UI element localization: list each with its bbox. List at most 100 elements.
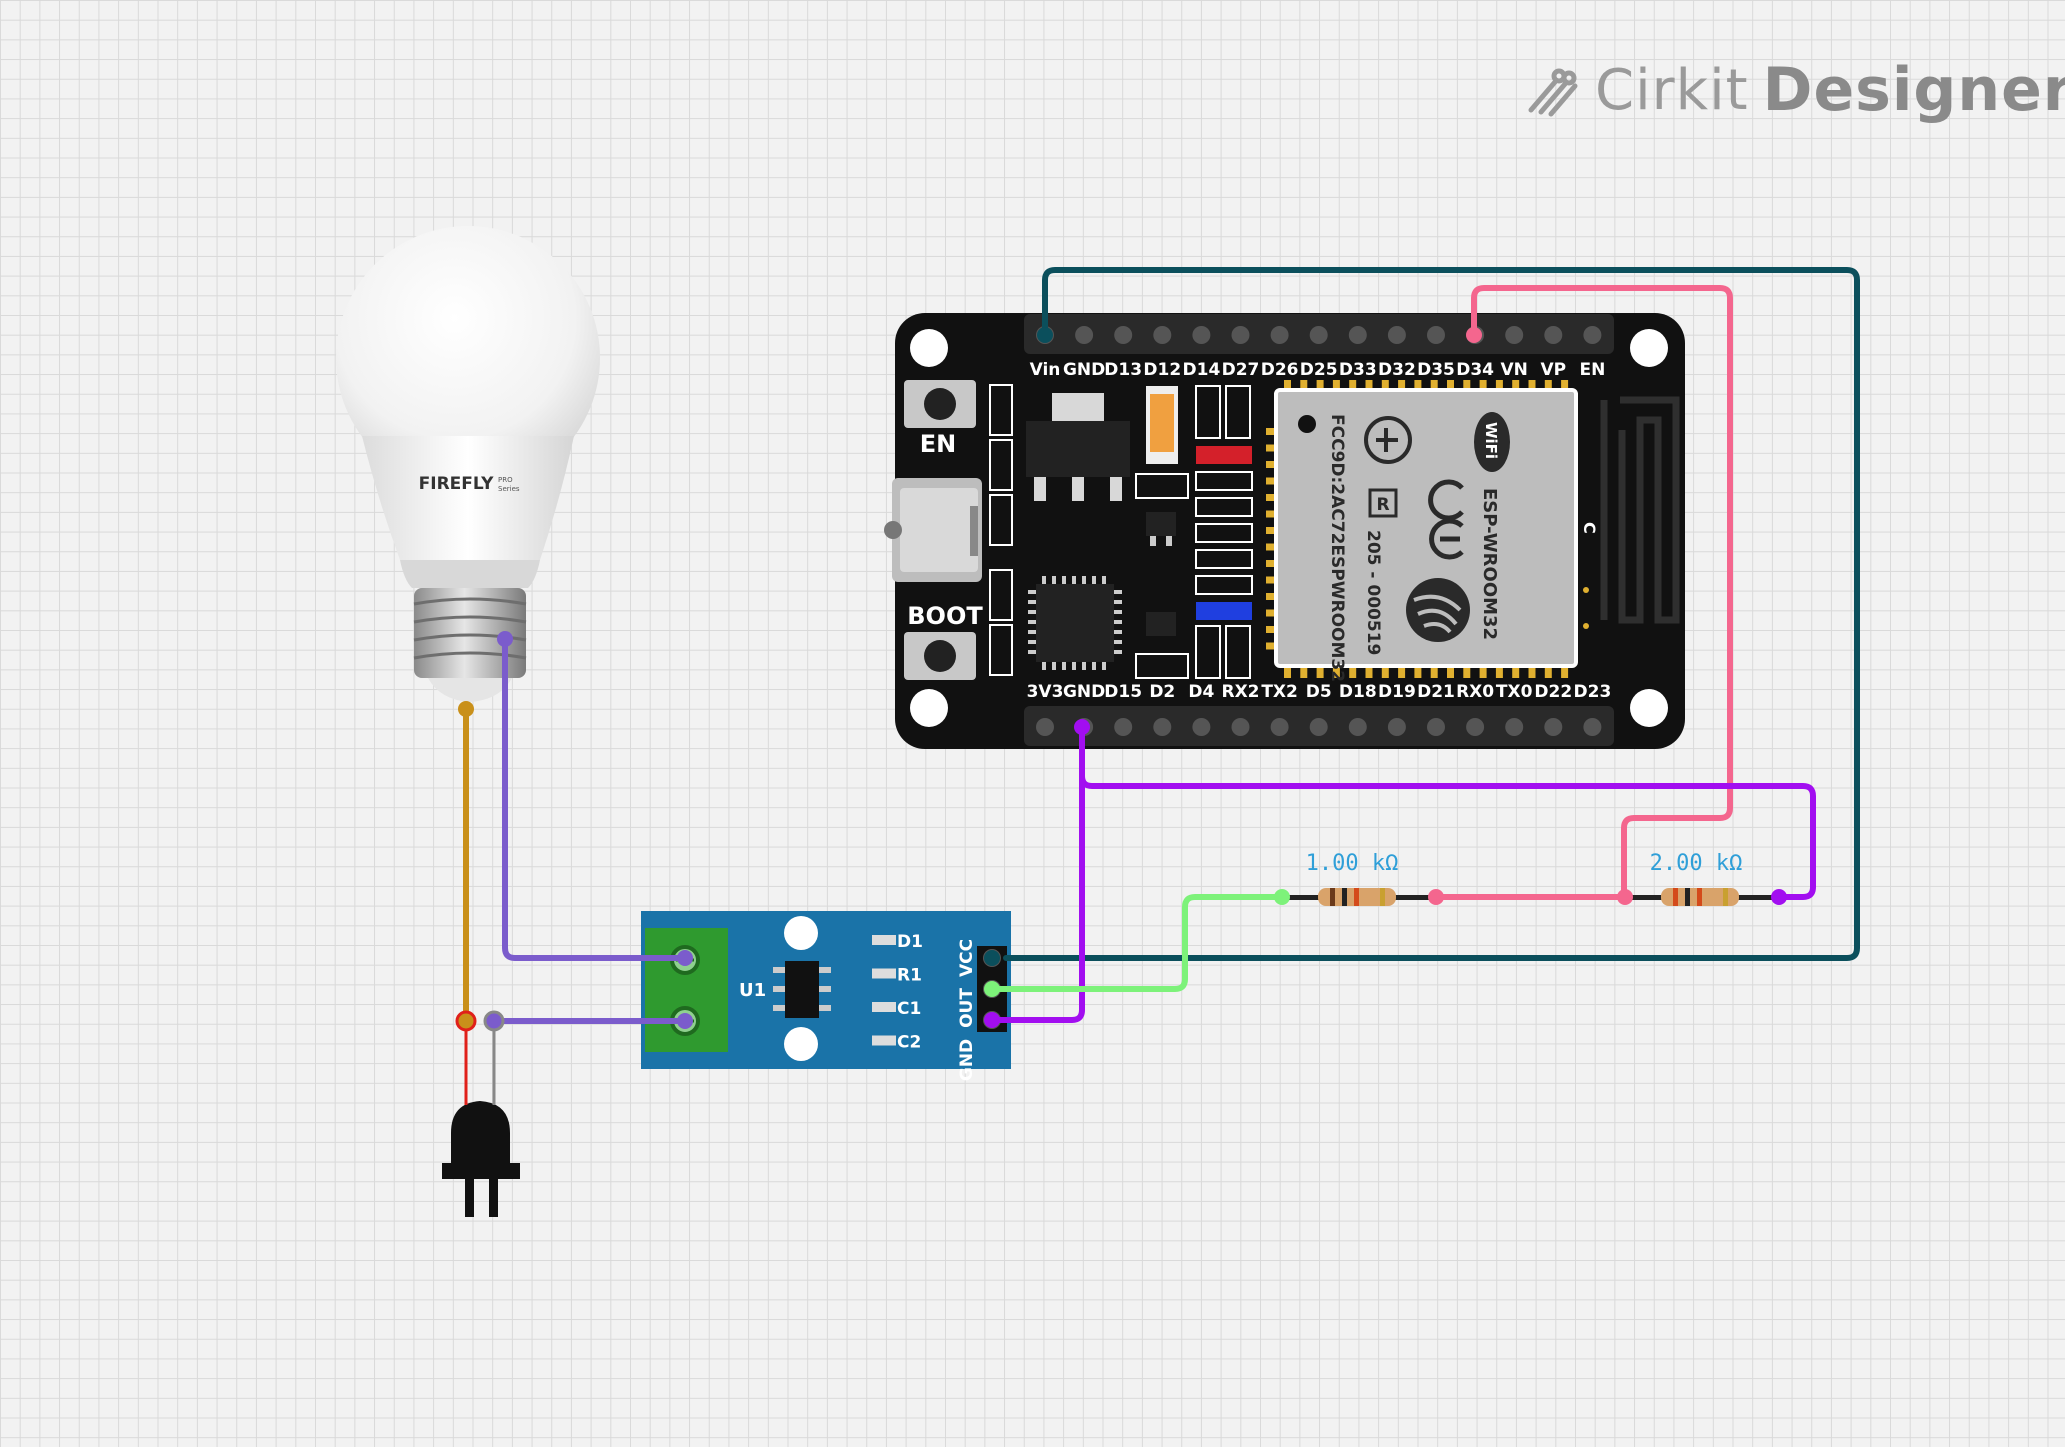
header-pin-d4[interactable] [1192, 718, 1211, 736]
boot-button[interactable] [904, 632, 976, 680]
bulb-brand: FIREFLY [419, 474, 494, 494]
top-pin-label: D13 [1104, 360, 1142, 380]
bottom-pin-label: D19 [1378, 682, 1416, 702]
boot-label: BOOT [907, 602, 983, 630]
bottom-pin-label: D4 [1188, 682, 1214, 702]
header-pin-d26[interactable] [1270, 326, 1289, 344]
wire-gnd-purple-sensor[interactable] [989, 724, 1085, 1023]
smd-resistor-column [1195, 385, 1253, 679]
bottom-pin-label: D2 [1149, 682, 1175, 702]
header-pin-d23[interactable] [1583, 718, 1602, 736]
bulb-sub-bottom: Series [498, 485, 520, 493]
header-pin-tx2[interactable] [1270, 718, 1289, 736]
header-pin-d5[interactable] [1309, 718, 1328, 736]
bottom-pin-label: D18 [1339, 682, 1377, 702]
bottom-pin-label: RX2 [1221, 682, 1259, 702]
wire-vcc-teal[interactable] [1003, 267, 1860, 961]
resistor-2k[interactable] [1625, 888, 1779, 906]
sensor-led-label: C2 [897, 1033, 921, 1053]
module-name: ESP-WROOM32 [1479, 488, 1500, 640]
header-pin-d35[interactable] [1427, 326, 1445, 344]
wire-bulb-violet[interactable] [502, 636, 688, 961]
smd-c2 [872, 1035, 896, 1046]
mount-hole [1630, 689, 1668, 727]
sensor-pin-label: OUT [957, 988, 977, 1028]
bottom-pin-label: D22 [1534, 682, 1572, 702]
power-plug[interactable] [442, 1101, 520, 1217]
header-pin-d13[interactable] [1114, 326, 1133, 344]
header-pin-d19[interactable] [1387, 718, 1406, 736]
brand-name-designer: Designer [1762, 55, 2065, 125]
header-pin-d32[interactable] [1387, 326, 1406, 344]
bottom-pin-label: D5 [1306, 682, 1332, 702]
smd-c1 [872, 1002, 896, 1012]
header-pin-d21[interactable] [1427, 718, 1445, 736]
resistor-1k[interactable] [1282, 888, 1436, 906]
sensor-led-label: C1 [897, 999, 921, 1019]
header-pin-d15[interactable] [1114, 718, 1133, 736]
bottom-pin-label: D23 [1574, 682, 1612, 702]
top-pin-label: D14 [1183, 360, 1221, 380]
bottom-pin-label: 3V3 [1027, 682, 1064, 702]
header-pin-d12[interactable] [1153, 326, 1172, 344]
sensor-led-label: D1 [897, 932, 923, 952]
sensor-mount-hole [784, 1027, 818, 1061]
smd-d1 [872, 935, 896, 945]
bottom-pin-label: D21 [1417, 682, 1455, 702]
fcc-logo-icon [1364, 416, 1412, 464]
header-pin-en[interactable] [1583, 326, 1602, 344]
header-pin-rx2[interactable] [1231, 718, 1250, 736]
wifi-badge-icon: WiFi [1474, 412, 1510, 472]
r-mark-icon: R [1368, 488, 1398, 518]
header-pin-3v3[interactable] [1036, 718, 1054, 736]
header-pin-d33[interactable] [1348, 326, 1367, 344]
bulb-neck [362, 436, 574, 560]
espressif-logo-icon [1406, 578, 1470, 642]
header-pin-vp[interactable] [1544, 326, 1563, 344]
svg-text:WiFi: WiFi [1482, 422, 1500, 459]
sensor-u1-label: U1 [739, 980, 766, 1001]
brand-name-cirkit: Cirkit [1595, 57, 1749, 123]
header-pin-d14[interactable] [1192, 326, 1211, 344]
mount-hole [910, 689, 948, 727]
bottom-pin-label: RX0 [1456, 682, 1494, 702]
light-bulb[interactable]: FIREFLY PRO Series [336, 226, 600, 702]
bottom-pin-label: GND [1063, 682, 1105, 702]
en-button[interactable] [904, 380, 976, 428]
antenna-c-label: C [1580, 522, 1599, 534]
bulb-screw-base [413, 588, 527, 702]
header-pin-d27[interactable] [1231, 326, 1250, 344]
mount-hole [1630, 329, 1668, 367]
module-code: 205 - 000519 [1363, 530, 1383, 655]
usb-uart-chip [1028, 576, 1122, 670]
cirkit-logo-icon [1528, 68, 1578, 117]
resistor-1k-label: 1.00 kΩ [1306, 851, 1399, 876]
header-pin-d22[interactable] [1544, 718, 1563, 736]
wire-endpoints [455, 327, 1787, 1032]
bulb-sub-top: PRO [498, 476, 513, 484]
top-pin-label: VP [1540, 360, 1566, 380]
header-pin-tx0[interactable] [1505, 718, 1524, 736]
module-fcc: FCC9D:2AC72ESPWROOM32 [1327, 414, 1347, 682]
header-pin-gnd[interactable] [1075, 326, 1094, 344]
header-pin-vn[interactable] [1505, 326, 1524, 344]
header-pin-d2[interactable] [1153, 718, 1172, 736]
smd-transistors [1135, 473, 1189, 679]
header-pin-d25[interactable] [1309, 326, 1328, 344]
bottom-pin-label: D15 [1104, 682, 1142, 702]
usb-port[interactable] [884, 478, 982, 582]
top-pin-row [1036, 326, 1602, 344]
wire-out-green[interactable] [989, 894, 1285, 992]
ce-mark-icon [1428, 479, 1464, 560]
top-pin-label: VN [1501, 360, 1528, 380]
cirkit-designer-logo: Cirkit Designer [1525, 50, 2065, 130]
tantalum-capacitor [1146, 386, 1178, 464]
wire-pink[interactable] [1471, 285, 1733, 900]
top-pin-label: D25 [1300, 360, 1338, 380]
esp-wroom-module: FCC9D:2AC72ESPWROOM32 205 - 000519 ESP-W… [1266, 380, 1578, 682]
header-pin-d18[interactable] [1348, 718, 1367, 736]
header-pin-rx0[interactable] [1466, 718, 1485, 736]
